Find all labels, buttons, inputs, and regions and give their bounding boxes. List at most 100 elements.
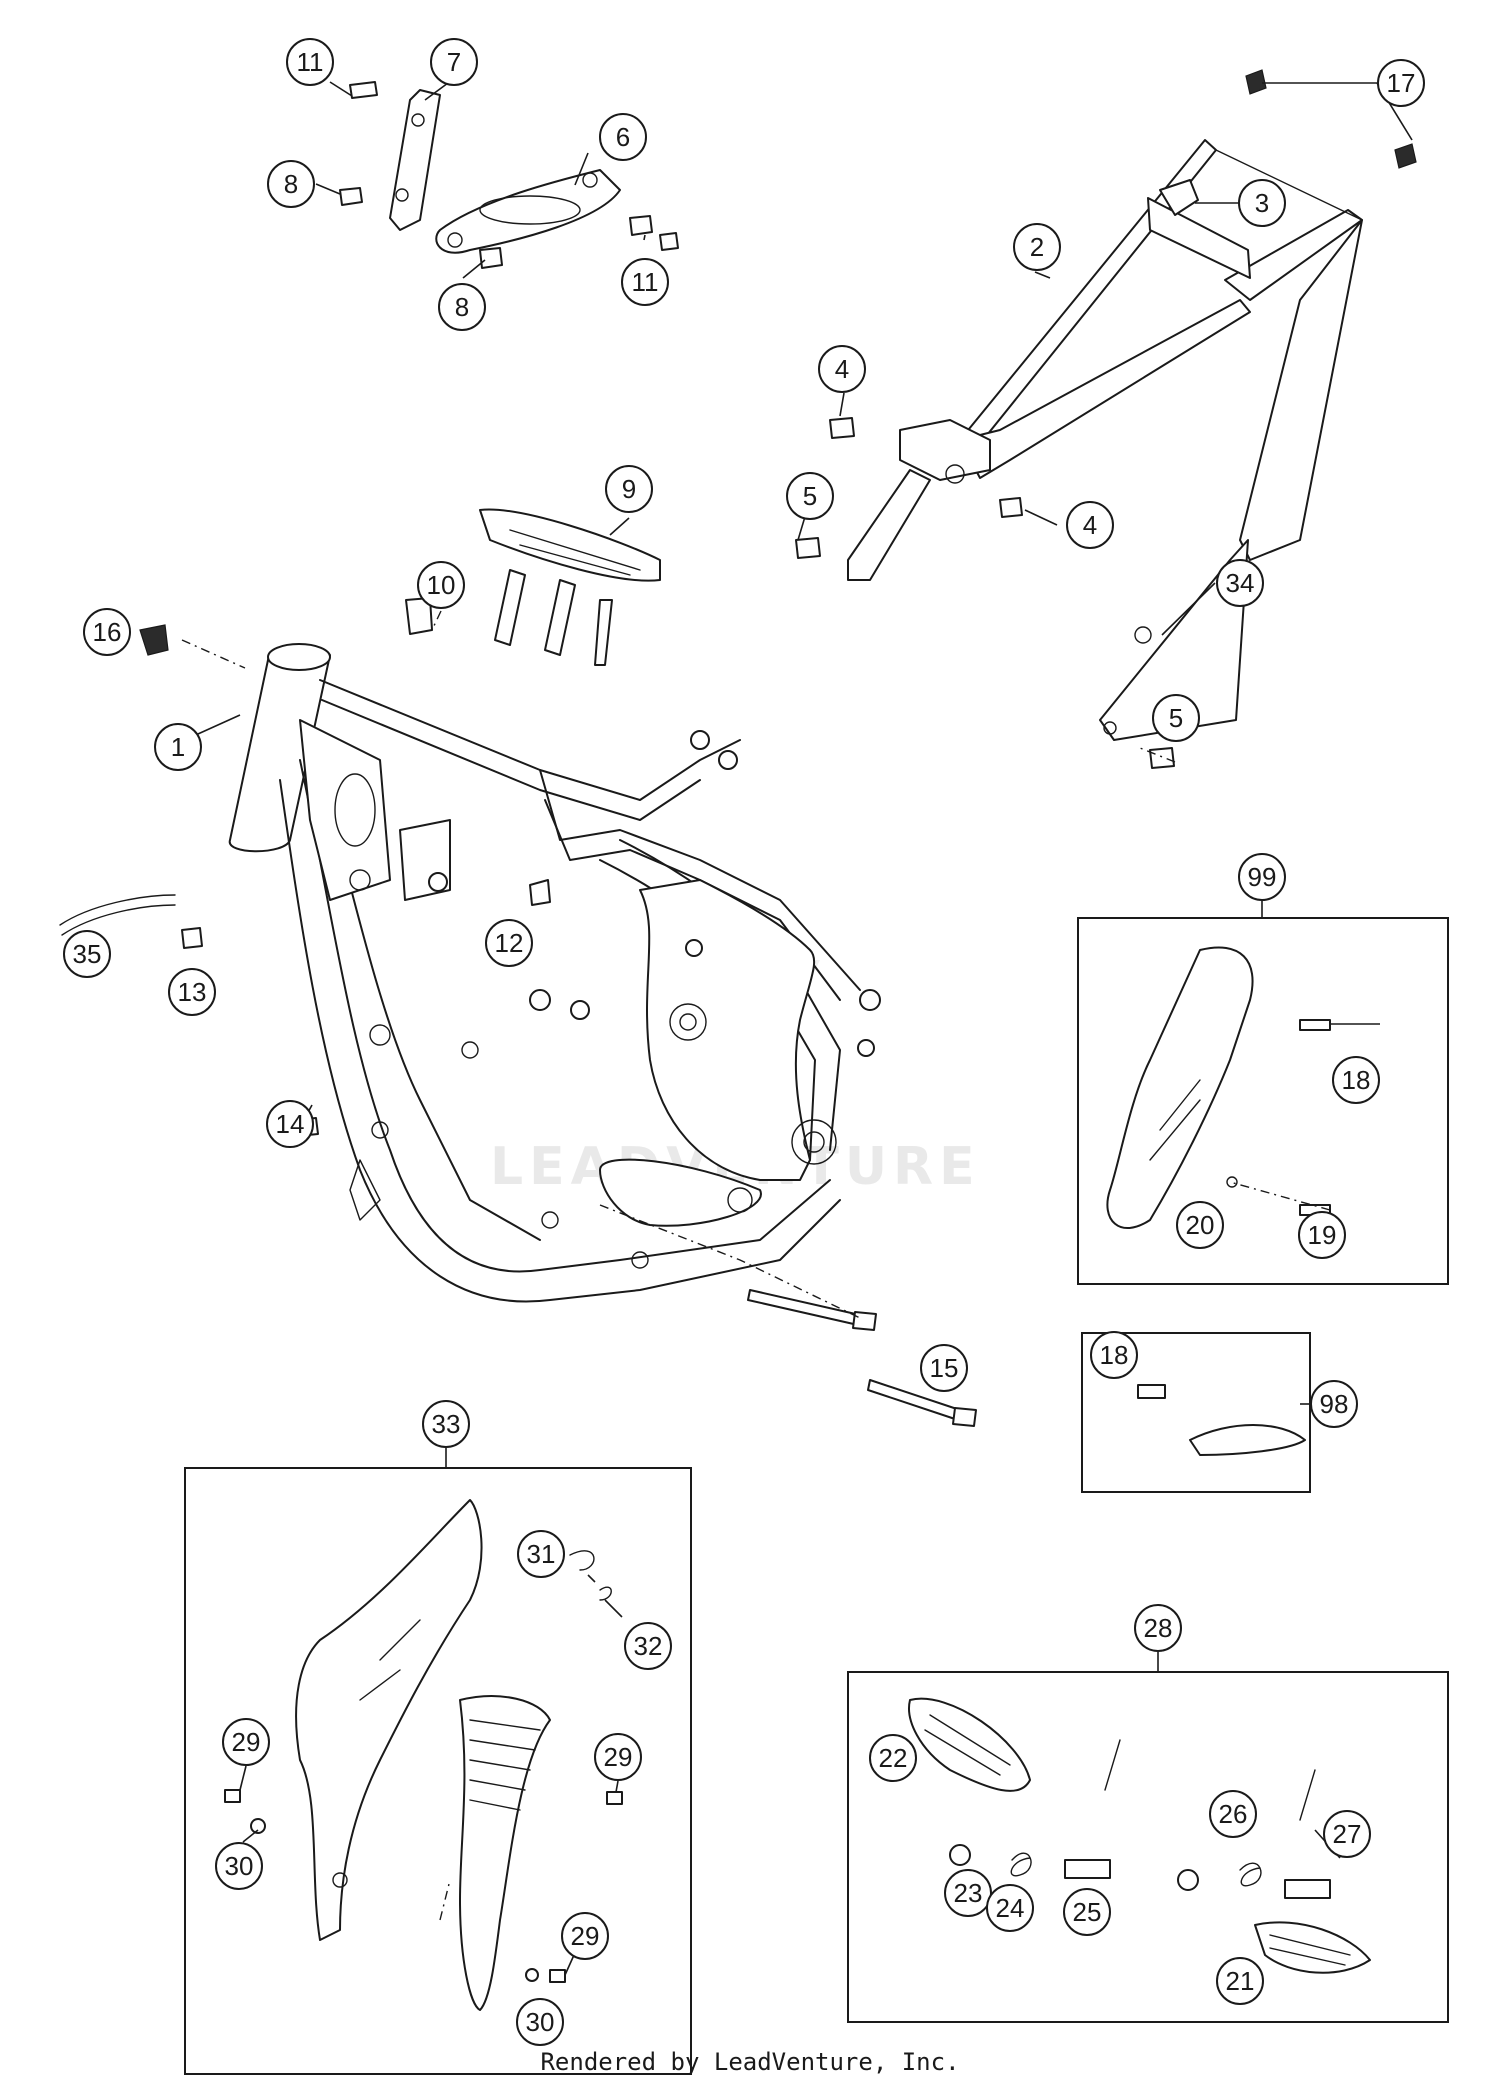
callout-5[interactable]: 5 xyxy=(786,472,834,520)
callout-11[interactable]: 11 xyxy=(286,38,334,86)
callout-number: 4 xyxy=(835,354,849,384)
callout-25[interactable]: 25 xyxy=(1063,1888,1111,1936)
part-98 xyxy=(1081,1332,1311,1493)
callout-30[interactable]: 30 xyxy=(215,1842,263,1890)
brackets xyxy=(389,89,621,254)
callout-6[interactable]: 6 xyxy=(599,113,647,161)
callout-number: 16 xyxy=(93,617,122,647)
callout-4[interactable]: 4 xyxy=(1066,501,1114,549)
callout-18[interactable]: 18 xyxy=(1090,1331,1138,1379)
callout-9[interactable]: 9 xyxy=(605,465,653,513)
callout-33[interactable]: 33 xyxy=(422,1400,470,1448)
callout-number: 99 xyxy=(1248,862,1277,892)
subframe xyxy=(847,139,1363,741)
callout-27[interactable]: 27 xyxy=(1323,1810,1371,1858)
callout-number: 29 xyxy=(571,1921,600,1951)
callout-number: 24 xyxy=(996,1893,1025,1923)
callout-number: 29 xyxy=(604,1742,633,1772)
callout-number: 3 xyxy=(1255,188,1269,218)
callout-4[interactable]: 4 xyxy=(818,345,866,393)
callout-34[interactable]: 34 xyxy=(1216,559,1264,607)
callout-number: 26 xyxy=(1219,1799,1248,1829)
callout-number: 28 xyxy=(1144,1613,1173,1643)
callout-number: 15 xyxy=(930,1353,959,1383)
callout-28[interactable]: 28 xyxy=(1134,1604,1182,1652)
callout-26[interactable]: 26 xyxy=(1209,1790,1257,1838)
tank-plate xyxy=(479,508,661,666)
callout-35[interactable]: 35 xyxy=(63,930,111,978)
callout-number: 17 xyxy=(1387,68,1416,98)
callout-number: 20 xyxy=(1186,1210,1215,1240)
callout-number: 29 xyxy=(232,1727,261,1757)
callout-98[interactable]: 98 xyxy=(1310,1380,1358,1428)
callout-number: 1 xyxy=(171,732,185,762)
callout-23[interactable]: 23 xyxy=(944,1869,992,1917)
callout-5[interactable]: 5 xyxy=(1152,694,1200,742)
callout-number: 7 xyxy=(447,47,461,77)
callout-number: 9 xyxy=(622,474,636,504)
callout-30[interactable]: 30 xyxy=(516,1998,564,2046)
callout-29[interactable]: 29 xyxy=(561,1912,609,1960)
callout-number: 4 xyxy=(1083,510,1097,540)
callout-3[interactable]: 3 xyxy=(1238,179,1286,227)
callout-number: 14 xyxy=(276,1109,305,1139)
main-frame xyxy=(228,643,881,1303)
callout-number: 25 xyxy=(1073,1897,1102,1927)
callout-number: 10 xyxy=(427,570,456,600)
callout-number: 23 xyxy=(954,1878,983,1908)
callout-20[interactable]: 20 xyxy=(1176,1201,1224,1249)
callout-32[interactable]: 32 xyxy=(624,1622,672,1670)
callout-number: 18 xyxy=(1342,1065,1371,1095)
callout-10[interactable]: 10 xyxy=(417,561,465,609)
callout-99[interactable]: 99 xyxy=(1238,853,1286,901)
callout-number: 11 xyxy=(632,267,659,297)
callout-number: 8 xyxy=(284,169,298,199)
callout-19[interactable]: 19 xyxy=(1298,1211,1346,1259)
callout-31[interactable]: 31 xyxy=(517,1530,565,1578)
bump-stops xyxy=(1245,69,1417,169)
callout-number: 30 xyxy=(225,1851,254,1881)
callout-12[interactable]: 12 xyxy=(485,919,533,967)
callout-24[interactable]: 24 xyxy=(986,1884,1034,1932)
callout-number: 32 xyxy=(634,1631,663,1661)
callout-number: 18 xyxy=(1100,1340,1129,1370)
hardware xyxy=(59,81,1175,1427)
callout-18[interactable]: 18 xyxy=(1332,1056,1380,1104)
callout-number: 22 xyxy=(879,1743,908,1773)
callout-number: 11 xyxy=(297,47,324,77)
callout-15[interactable]: 15 xyxy=(920,1344,968,1392)
callout-7[interactable]: 7 xyxy=(430,38,478,86)
callout-number: 27 xyxy=(1333,1819,1362,1849)
frame-protection-33 xyxy=(184,1467,692,2075)
callout-number: 35 xyxy=(73,939,102,969)
chain-guide-99 xyxy=(1077,917,1449,1285)
callout-number: 12 xyxy=(495,928,524,958)
callout-1[interactable]: 1 xyxy=(154,723,202,771)
callout-number: 6 xyxy=(616,122,630,152)
callout-number: 30 xyxy=(526,2007,555,2037)
callout-17[interactable]: 17 xyxy=(1377,59,1425,107)
footpegs-28 xyxy=(847,1671,1449,2023)
callout-11[interactable]: 11 xyxy=(621,258,669,306)
callout-8[interactable]: 8 xyxy=(438,283,486,331)
callout-29[interactable]: 29 xyxy=(594,1733,642,1781)
footer-credit: Rendered by LeadVenture, Inc. xyxy=(540,2048,960,2076)
callout-29[interactable]: 29 xyxy=(222,1718,270,1766)
callout-14[interactable]: 14 xyxy=(266,1100,314,1148)
callout-number: 33 xyxy=(432,1409,461,1439)
callouts: 11 7 6 8 8 11 17 3 2 4 5 4 9 10 16 1 34 … xyxy=(63,38,1425,2046)
callout-22[interactable]: 22 xyxy=(869,1734,917,1782)
callout-number: 21 xyxy=(1226,1966,1255,1996)
callout-number: 34 xyxy=(1226,568,1255,598)
callout-21[interactable]: 21 xyxy=(1216,1957,1264,2005)
callout-8[interactable]: 8 xyxy=(267,160,315,208)
callout-16[interactable]: 16 xyxy=(83,608,131,656)
callout-2[interactable]: 2 xyxy=(1013,223,1061,271)
callout-number: 2 xyxy=(1030,232,1044,262)
callout-number: 19 xyxy=(1308,1220,1337,1250)
callout-number: 5 xyxy=(1169,703,1183,733)
callout-13[interactable]: 13 xyxy=(168,968,216,1016)
callout-number: 31 xyxy=(527,1539,556,1569)
callout-number: 5 xyxy=(803,481,817,511)
